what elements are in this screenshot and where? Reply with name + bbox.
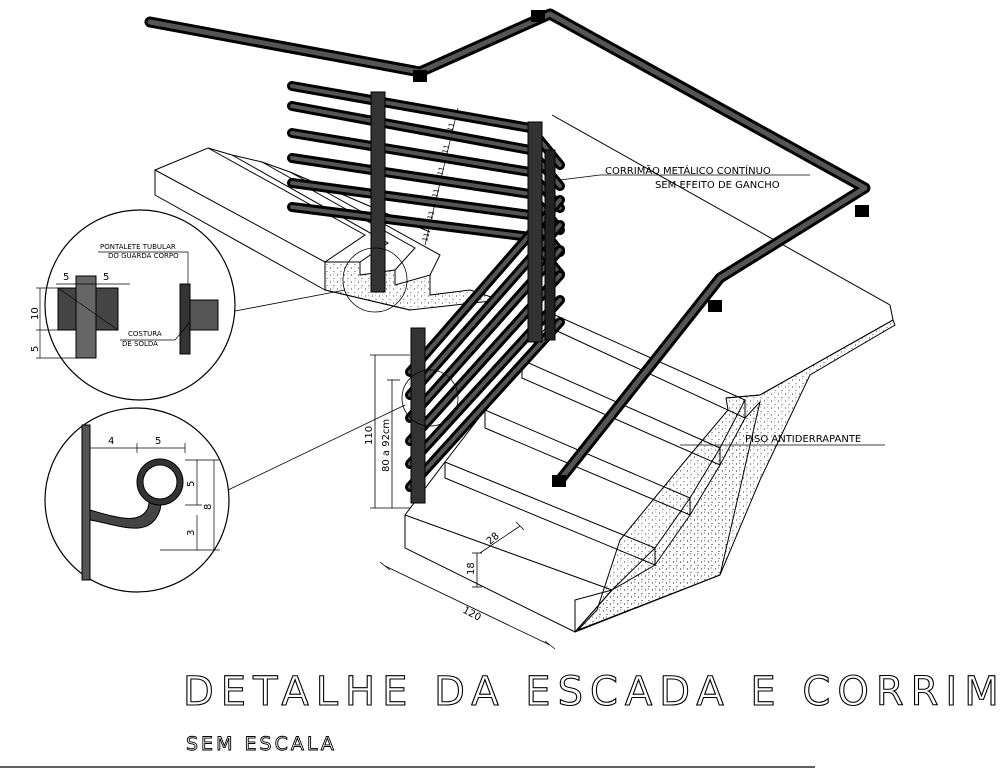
dim-post-d: 5 [30,346,41,352]
detail-post-section [36,209,236,401]
dim-bracket-a: 4 [108,436,114,447]
page-title: DETALHE DA ESCADA E CORRIMÃO [183,667,1005,715]
dim-baluster-5: 11 [426,210,436,221]
label-handrail-1: CORRIMÃO METÁLICO CONTÍNUO [605,164,771,177]
dim-baluster-6: 11 [421,232,431,243]
dim-baluster-2: 11 [441,144,451,155]
handrail-brackets [413,10,869,487]
dim-post-b: 5 [103,272,109,283]
label-floor: PISO ANTIDERRAPANTE [745,434,861,445]
dim-bracket-d: 8 [203,504,214,510]
stair-dimensions [370,354,556,650]
dim-riser: 18 [466,562,477,575]
dim-baluster-4: 11 [431,188,441,199]
leader-lines [227,174,885,491]
label-weld-2: DE SOLDA [122,340,158,348]
dim-guard-height: 110 [364,426,375,445]
label-weld-1: COSTURA [128,330,162,338]
detail-bracket [44,407,230,593]
dim-post-c: 10 [30,307,41,320]
dim-bracket-c: 5 [186,481,197,487]
dim-bracket-b: 5 [155,436,161,447]
dim-baluster-1: 11 [446,122,456,133]
dim-post-a: 5 [63,272,69,283]
dim-baluster-3: 11 [436,166,446,177]
guard-posts [370,91,556,504]
label-post-1: PONTALETE TUBULAR [100,243,176,251]
dim-bracket-e: 3 [186,530,197,536]
dim-handrail-height: 80 a 92cm [381,419,392,472]
upper-flight [153,147,501,311]
dim-stair-width: 120 [461,605,483,624]
page-subtitle: SEM ESCALA [186,733,337,755]
wall-handrail [144,8,871,486]
label-post-2: DO GUARDA CORPO [108,252,179,260]
label-handrail-2: SEM EFEITO DE GANCHO [655,180,780,191]
